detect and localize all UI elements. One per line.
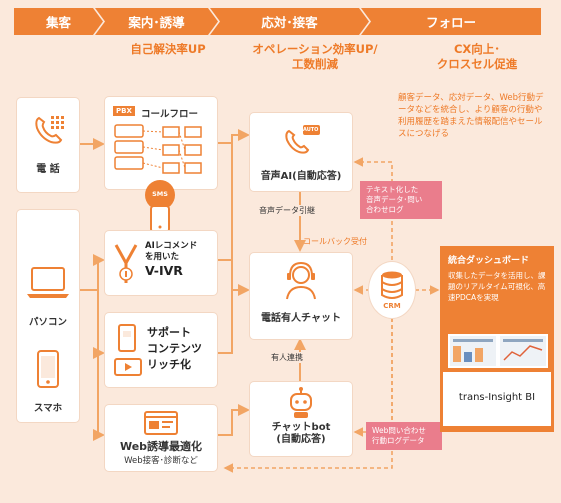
- browser-icon: [144, 411, 178, 435]
- dashboard-title: 統合ダッシュボード: [448, 256, 530, 266]
- human-link-label: 有人連携: [268, 352, 306, 363]
- vivr-line1: AIレコメンド: [145, 241, 198, 251]
- goal-outai-line1: オペレーション効率UP/: [252, 42, 378, 56]
- goal-outai-line2: 工数削減: [292, 57, 338, 71]
- channel-phone-card: 電 話: [17, 98, 79, 192]
- web-card: Web誘導最適化 Web接客･診断など: [105, 405, 217, 471]
- stage-shukyaku: 集客: [14, 8, 103, 35]
- sms-phone-icon: [150, 205, 170, 233]
- callflow-label: コールフロー: [141, 109, 199, 120]
- chatbot-line1: チャットbot: [271, 422, 331, 433]
- phone-icon: [35, 116, 64, 144]
- callflow-card: PBX コールフロー: [105, 97, 217, 189]
- goal-follow-line1: CX向上･: [453, 42, 501, 56]
- goal-annai: 自己解決率UP: [130, 42, 206, 56]
- operator-chat-label: 電話有人チャット: [261, 313, 341, 324]
- vivr-card: AIレコメンド を用いた V-IVR: [105, 231, 217, 295]
- operator-chat-card: 電話有人チャット: [250, 253, 352, 339]
- chatbot-line2: (自動応答): [276, 434, 326, 445]
- robot-icon: [290, 387, 312, 418]
- web-subtitle: Web接客･診断など: [124, 456, 198, 466]
- stage-outai: 応対･接客: [210, 8, 369, 35]
- web-title: Web誘導最適化: [119, 440, 203, 453]
- support-text: サポート コンテンツ リッチ化: [147, 325, 202, 373]
- sms-badge-label: SMS: [152, 190, 168, 198]
- database-icon: [381, 271, 403, 299]
- stage-follow: フォロー: [361, 8, 541, 35]
- pbx-badge: PBX: [113, 106, 135, 116]
- vivr-text: AIレコメンド を用いた V-IVR: [145, 241, 197, 279]
- callflow-icon: [114, 124, 202, 174]
- auto-badge: AUTO: [303, 127, 319, 133]
- dashboard-thumbnail-icon: [450, 336, 546, 366]
- support-line1: サポート: [147, 326, 191, 339]
- vivr-line3: V-IVR: [145, 263, 183, 278]
- voice-ai-label: 音声AI(自動応答): [260, 171, 342, 182]
- dashboard-screenshot: [448, 334, 548, 368]
- laptop-icon: [27, 267, 69, 298]
- product-box: trans-Insight BI: [443, 372, 551, 426]
- dashboard-description: 収集したデータを活用し、課題のリアルタイム可視化、高速PDCAを実現: [448, 271, 546, 302]
- product-name: trans-Insight BI: [458, 392, 536, 403]
- audio-handover-label: 音声データ引継: [256, 205, 318, 216]
- stage-annai: 案内･誘導: [95, 8, 218, 35]
- channel-digital-card: パソコン スマホ: [17, 210, 79, 422]
- voice-ai-card: AUTO 音声AI(自動応答): [250, 113, 352, 191]
- goal-follow-line2: クロスセル促進: [436, 57, 518, 71]
- note-voice-log-line2: 音声データ･問い: [366, 195, 423, 204]
- channel-smartphone-label: スマホ: [33, 403, 63, 414]
- operator-icon: [286, 261, 316, 300]
- support-content-icon: [114, 324, 142, 376]
- chatbot-label: チャットbot (自動応答): [250, 422, 352, 446]
- note-voice-log-line3: 合わせログ: [366, 205, 404, 214]
- support-line3: リッチ化: [147, 358, 191, 371]
- follow-description: 顧客データ、応対データ、Web行動データなどを統合し、より顧客の行動や利用履歴を…: [398, 93, 544, 139]
- dashboard-panel: 統合ダッシュボード 収集したデータを活用し、課題のリアルタイム可視化、高速PDC…: [440, 246, 554, 432]
- smartphone-icon: [37, 350, 59, 388]
- channel-phone-label: 電 話: [36, 164, 60, 175]
- note-web-log-line1: Web問い合わせ: [372, 426, 426, 435]
- note-voice-log-line1: テキスト化した: [366, 185, 419, 194]
- note-web-log: Web問い合わせ 行動ログデータ: [366, 422, 442, 450]
- crm-node: CRM: [369, 262, 415, 318]
- channel-pc-label: パソコン: [28, 317, 67, 328]
- goal-outai: オペレーション効率UP/ 工数削減: [232, 42, 398, 72]
- callback-label: コールバック受付: [303, 237, 367, 246]
- note-web-log-line2: 行動ログデータ: [372, 436, 425, 445]
- crm-label: CRM: [383, 302, 401, 310]
- voice-ai-icon: [285, 125, 320, 154]
- support-line2: コンテンツ: [147, 342, 202, 355]
- vivr-line2: を用いた: [145, 252, 180, 262]
- note-voice-log: テキスト化した 音声データ･問い 合わせログ: [360, 181, 442, 219]
- support-card: サポート コンテンツ リッチ化: [105, 313, 217, 387]
- goal-follow: CX向上･ クロスセル促進: [414, 42, 540, 72]
- stage-bar: 集客 案内･誘導 応対･接客 フォロー: [14, 8, 549, 35]
- vivr-branch-icon: [114, 244, 138, 283]
- chatbot-card: チャットbot (自動応答): [250, 382, 352, 456]
